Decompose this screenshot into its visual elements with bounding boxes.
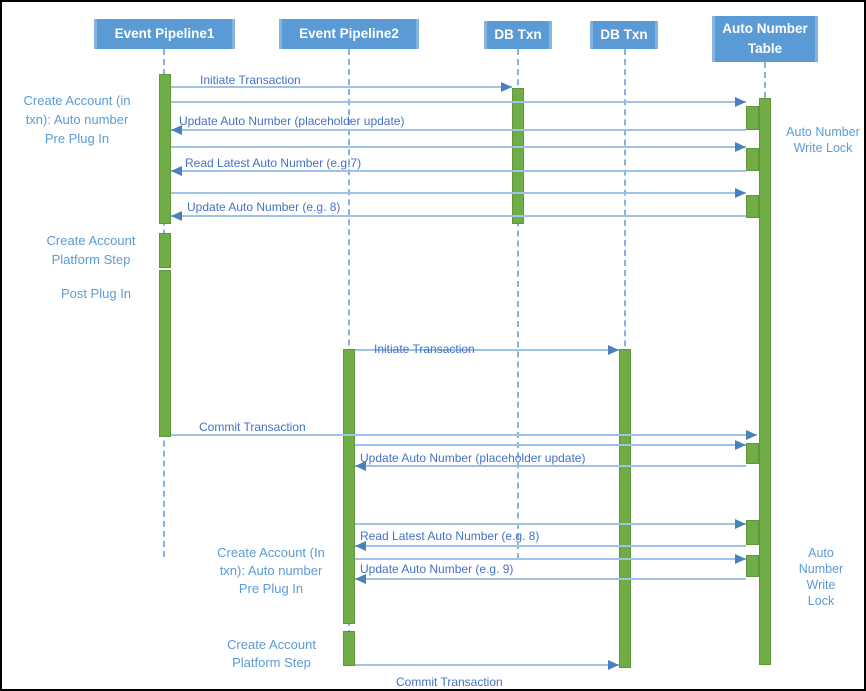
arrowhead-icon: [735, 554, 746, 564]
arrowhead-icon: [735, 440, 746, 450]
message-line-seq2-update9-return: [355, 578, 746, 580]
activation-auto-number-table-main: [759, 98, 771, 665]
actor-header-event-pipeline2: Event Pipeline2: [279, 19, 419, 49]
message-line-seq1-read-request: [171, 146, 746, 148]
activation-db-txn2: [619, 349, 631, 668]
message-line-seq2-commit: [355, 664, 619, 666]
arrowhead-icon: [735, 188, 746, 198]
message-label-seq1-update-8: Update Auto Number (e.g. 8): [187, 200, 341, 214]
message-line-seq2-initiate: [355, 349, 619, 351]
actor-label: DB Txn: [494, 27, 542, 43]
message-line-seq2-update9-request: [355, 558, 746, 560]
message-label-seq2-read-latest: Read Latest Auto Number (e.g. 8): [360, 529, 540, 543]
message-line-seq2-update-return: [355, 465, 746, 467]
message-line-seq1-update8-return: [171, 215, 746, 217]
activation-pipeline2-main: [343, 349, 355, 624]
annotation-seq1-pre-plugin: Create Account (in txn): Auto number Pre…: [23, 93, 131, 146]
arrowhead-icon: [355, 541, 366, 551]
arrowhead-icon: [171, 211, 182, 221]
message-label-seq1-update-placeholder: Update Auto Number (placeholder update): [179, 114, 405, 128]
arrowhead-icon: [171, 166, 182, 176]
actor-label: Event Pipeline2: [299, 26, 399, 42]
activation-pipeline2-platform-step: [343, 631, 355, 666]
message-line-seq1-read-return: [171, 170, 746, 172]
message-label-seq2-initiate: Initiate Transaction: [374, 342, 475, 356]
activation-pipeline1-platform-step: [159, 233, 171, 268]
message-label-seq1-read-latest: Read Latest Auto Number (e.g.7): [185, 156, 362, 170]
annotation-seq1-post-plugin: Post Plug In: [60, 286, 132, 301]
actor-label: DB Txn: [600, 27, 648, 43]
actor-label: Auto Number Table: [722, 21, 808, 56]
message-label-seq1-commit: Commit Transaction: [199, 420, 306, 434]
message-line-seq1-update-request: [171, 101, 746, 103]
activation-write-lock-1: [746, 106, 759, 130]
activation-pipeline1-post-plugin: [159, 270, 171, 437]
arrowhead-icon: [355, 574, 366, 584]
actor-header-db-txn2: DB Txn: [590, 21, 658, 49]
arrowhead-icon: [735, 97, 746, 107]
activation-write-lock-6: [746, 555, 759, 577]
activation-write-lock-3: [746, 195, 759, 218]
annotation-write-lock-1: Auto Number Write Lock: [786, 125, 860, 155]
annotation-seq1-platform-step: Create Account Platform Step: [46, 233, 136, 267]
message-label-seq2-update-9: Update Auto Number (e.g. 9): [360, 562, 514, 576]
message-line-seq1-commit: [171, 434, 757, 436]
actor-header-event-pipeline1: Event Pipeline1: [94, 19, 235, 49]
annotation-seq2-pre-plugin: Create Account (In txn): Auto number Pre…: [217, 545, 325, 596]
message-line-seq2-read-request: [355, 523, 746, 525]
arrowhead-icon: [746, 430, 757, 440]
arrowhead-icon: [355, 461, 366, 471]
message-line-seq1-initiate: [171, 86, 512, 88]
activation-db-txn1: [512, 88, 524, 224]
message-label-seq1-initiate: Initiate Transaction: [200, 73, 301, 87]
message-line-seq1-update-return: [171, 129, 746, 131]
arrowhead-icon: [501, 82, 512, 92]
message-line-seq2-update-request: [355, 444, 746, 446]
message-label-seq2-commit: Commit Transaction: [396, 675, 503, 689]
arrowhead-icon: [735, 519, 746, 529]
lifeline-db-txn1: [517, 49, 519, 559]
arrowhead-icon: [608, 345, 619, 355]
annotation-seq2-platform-step: Create Account Platform Step: [227, 637, 316, 670]
actor-label: Event Pipeline1: [114, 26, 215, 42]
arrowhead-icon: [735, 142, 746, 152]
activation-pipeline1-pre-plugin: [159, 74, 171, 224]
actor-header-auto-number-table: Auto Number Table: [712, 16, 818, 62]
arrowhead-icon: [608, 660, 619, 670]
activation-write-lock-2: [746, 148, 759, 171]
message-label-seq2-update-placeholder: Update Auto Number (placeholder update): [360, 451, 586, 465]
annotation-write-lock-2: Auto Number Write Lock: [798, 546, 844, 608]
activation-write-lock-4: [746, 443, 759, 464]
arrowhead-icon: [171, 125, 182, 135]
activation-write-lock-5: [746, 520, 759, 545]
message-line-seq2-read-return: [355, 545, 746, 547]
message-line-seq1-update8-request: [171, 192, 746, 194]
actor-header-db-txn1: DB Txn: [484, 21, 552, 49]
